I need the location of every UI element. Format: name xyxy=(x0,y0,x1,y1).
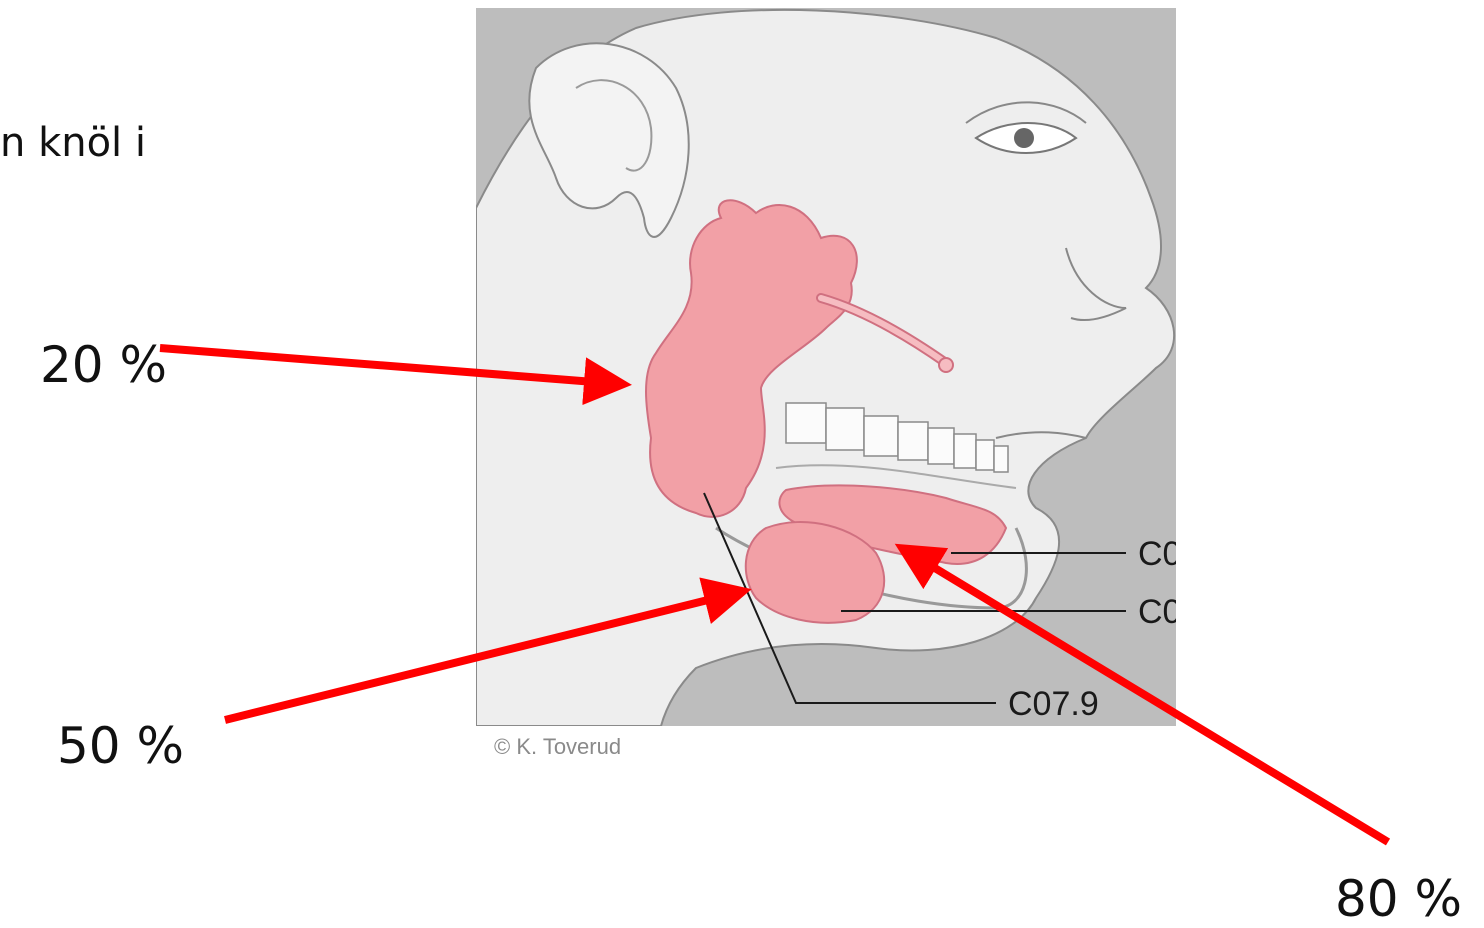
arrow-parotid xyxy=(160,348,620,384)
percentage-parotid: 20 % xyxy=(40,336,167,394)
percentage-submandibular: 50 % xyxy=(57,717,184,775)
arrow-submandibular xyxy=(225,592,740,720)
percentage-sublingual: 80 % xyxy=(1335,870,1462,928)
arrow-sublingual xyxy=(905,550,1388,842)
